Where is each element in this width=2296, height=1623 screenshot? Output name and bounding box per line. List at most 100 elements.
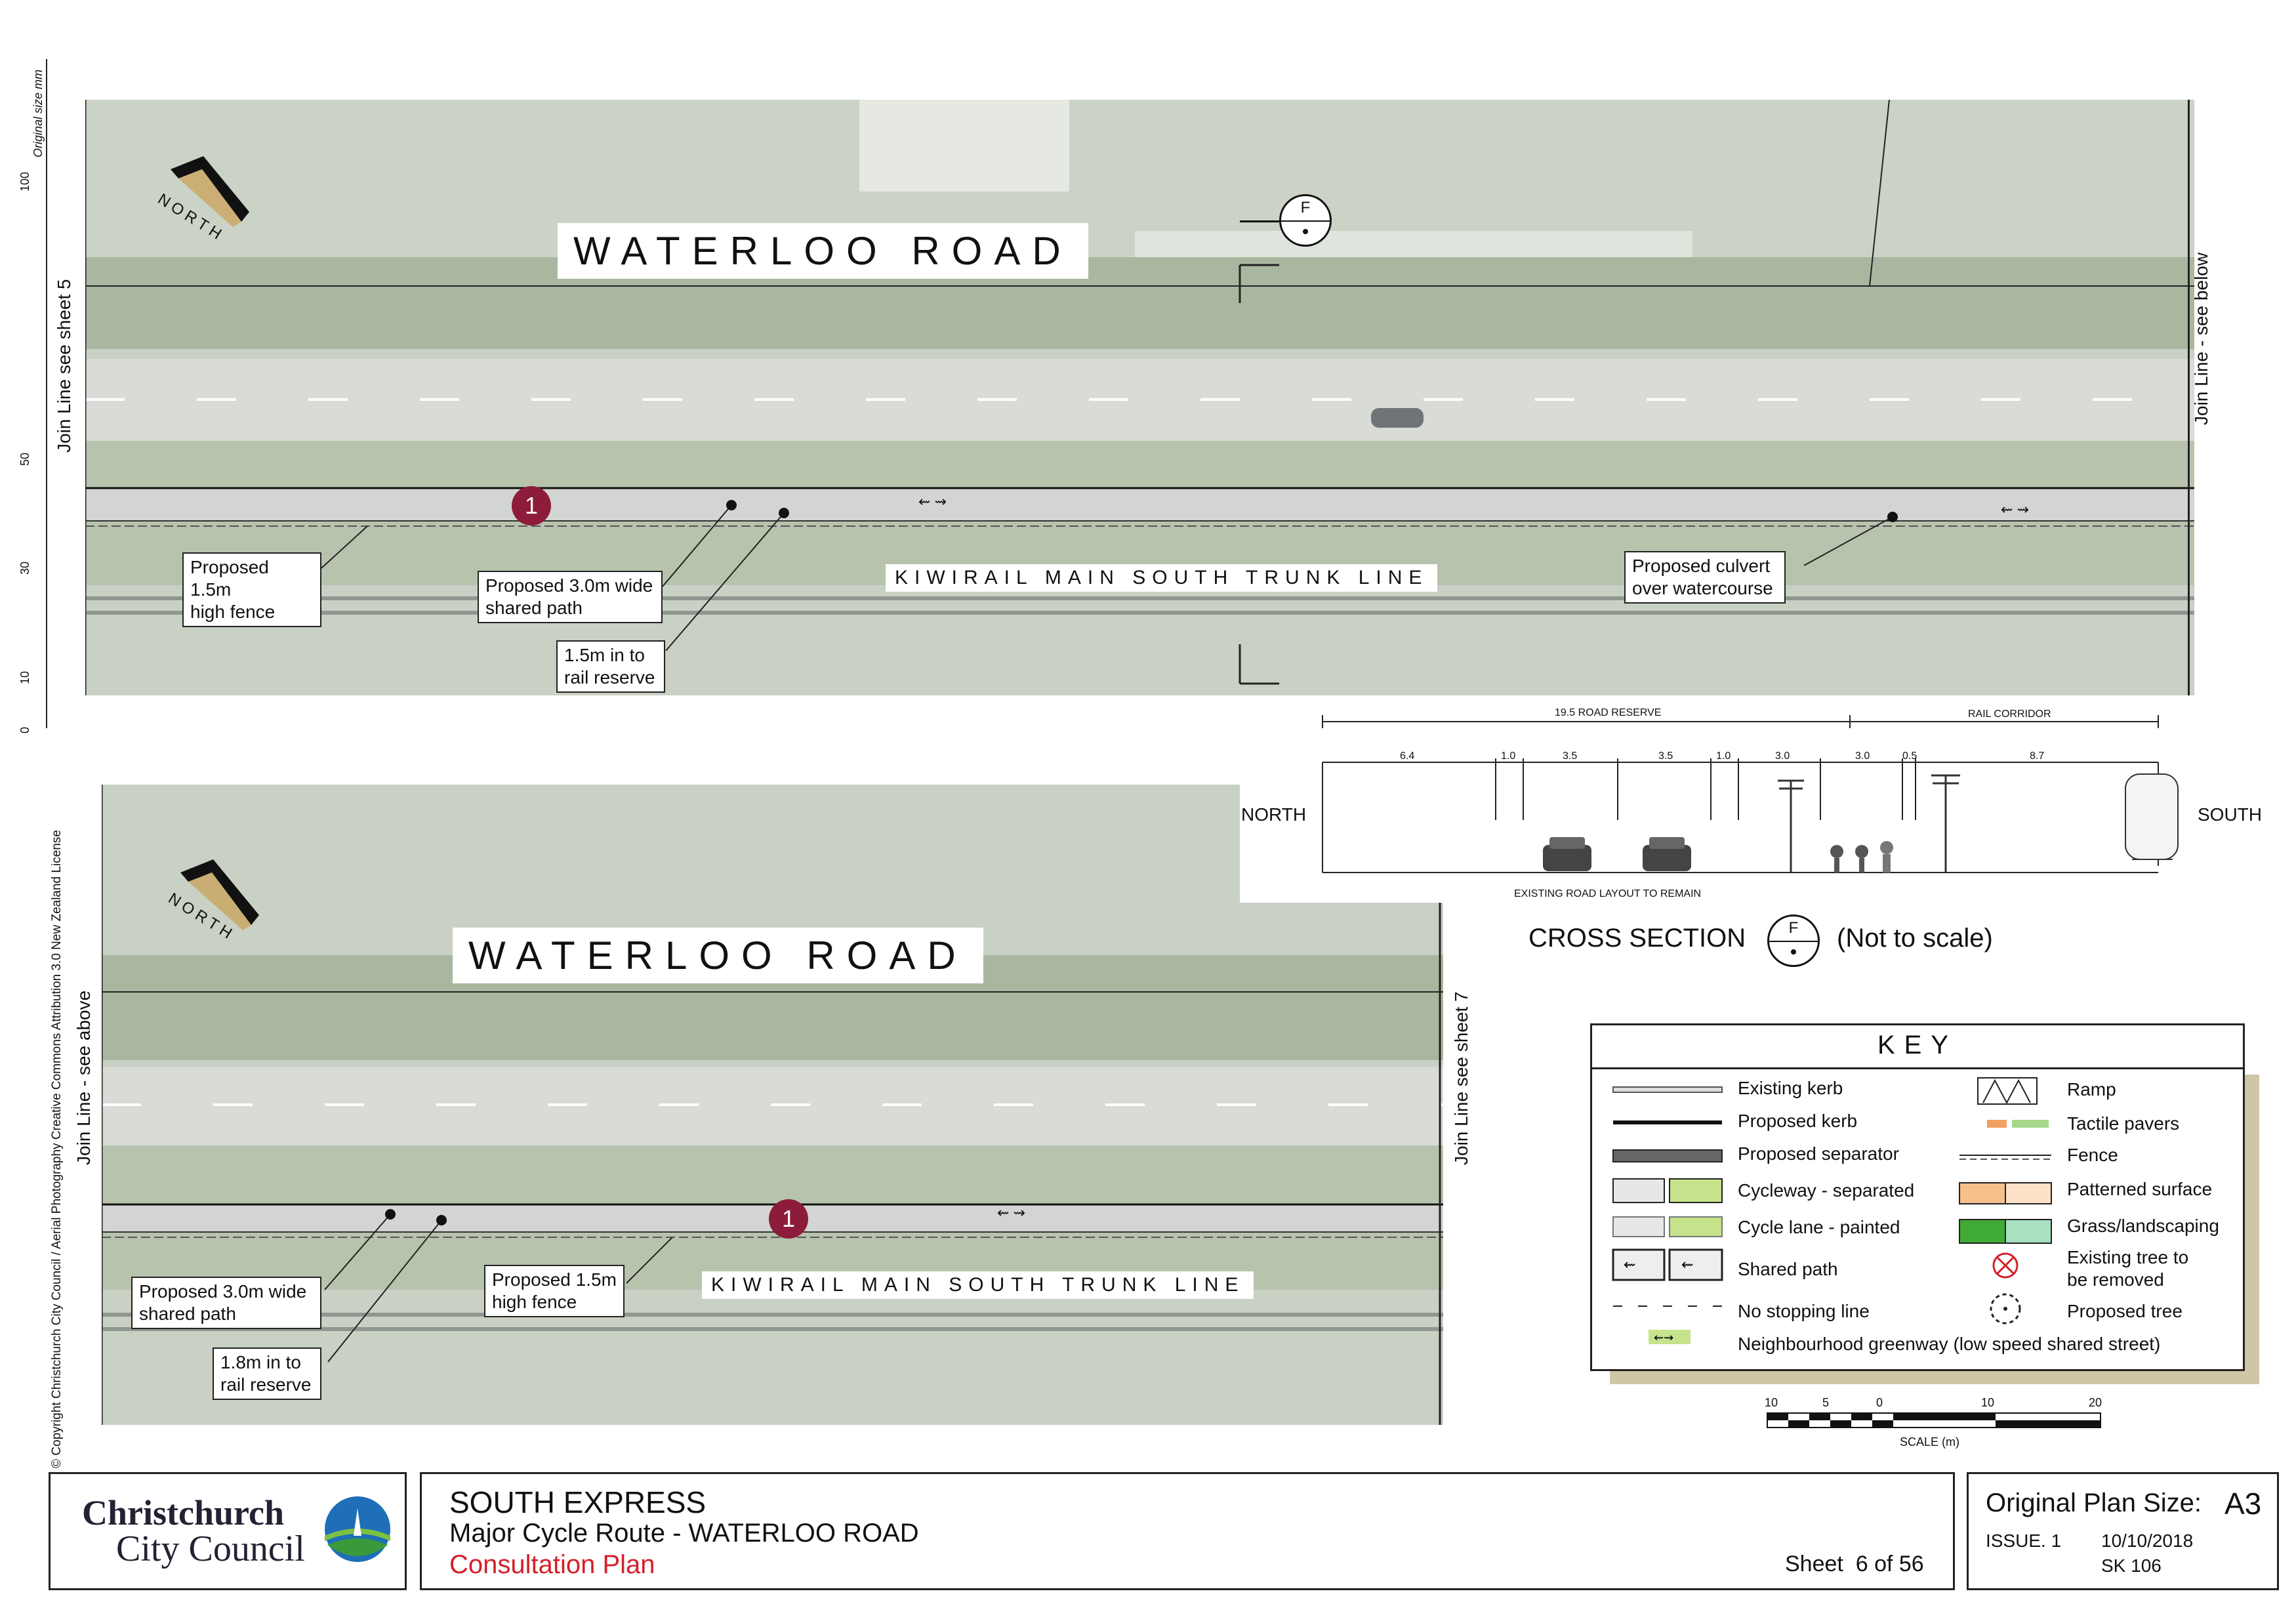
dim-3-0b: 3.0 bbox=[1855, 750, 1870, 762]
logo-box: Christchurch City Council bbox=[49, 1472, 407, 1590]
ruler-tick-10: 10 bbox=[18, 670, 31, 684]
callout-path-bottom: Proposed 3.0m wide shared path bbox=[131, 1277, 321, 1329]
scale-tick-0: 0 bbox=[1876, 1396, 1883, 1409]
key-patterned-surface: Patterned surface bbox=[2067, 1179, 2213, 1199]
join-line-label-top-right: Join Line - see below bbox=[2191, 252, 2211, 425]
key-tree-removed-2: be removed bbox=[2067, 1269, 2164, 1290]
project-name: SOUTH EXPRESS bbox=[449, 1485, 707, 1519]
callout-fence-top: Proposed 1.5m high fence bbox=[182, 552, 321, 627]
key-no-stopping-line: No stopping line bbox=[1738, 1301, 1870, 1321]
callout-reserve-top: 1.5m in to rail reserve bbox=[556, 640, 665, 693]
location-marker-top: 1 bbox=[512, 486, 551, 525]
svg-text:⇜: ⇜ bbox=[1681, 1256, 1693, 1273]
dim-1-0b: 1.0 bbox=[1716, 750, 1731, 762]
callout-path-top: Proposed 3.0m wide shared path bbox=[478, 571, 663, 623]
plan-size: A3 bbox=[2224, 1487, 2262, 1521]
join-line-right-top bbox=[2188, 100, 2190, 695]
plan-info-box: Original Plan Size: A3 ISSUE. 1 10/10/20… bbox=[1967, 1472, 2279, 1590]
key-tree-removed-1: Existing tree to bbox=[2067, 1247, 2189, 1267]
dim-8-7: 8.7 bbox=[2030, 750, 2045, 762]
scale-tick-10: 10 bbox=[1981, 1396, 1995, 1409]
ruler-tick-100: 100 bbox=[18, 171, 31, 192]
issue: ISSUE. 1 bbox=[1986, 1531, 2062, 1551]
key-panel: KEY ⇜ ⇜ ⇜⇝ bbox=[1590, 1023, 2245, 1371]
council-logo-icon bbox=[323, 1495, 392, 1563]
ruler-tick-0: 0 bbox=[18, 726, 31, 733]
date: 10/10/2018 bbox=[2101, 1531, 2194, 1551]
key-cycleway-separated: Cycleway - separated bbox=[1738, 1180, 1915, 1201]
dim-3-5b: 3.5 bbox=[1658, 750, 1673, 762]
cross-section-marker-icon: F bbox=[1767, 914, 1820, 967]
dim-6-4: 6.4 bbox=[1400, 750, 1415, 762]
key-fence: Fence bbox=[2067, 1145, 2118, 1165]
copyright-note: © Copyright Christchurch City Council / … bbox=[50, 830, 64, 1468]
aerial-map-top: ⇜ ⇝ ⇜ ⇝ bbox=[85, 100, 2194, 695]
section-marker-label: F bbox=[1300, 199, 1311, 216]
scale-label: SCALE (m) bbox=[1900, 1435, 1960, 1448]
key-ramp: Ramp bbox=[2067, 1079, 2116, 1099]
dim-0-5: 0.5 bbox=[1902, 750, 1917, 762]
section-marker-leader bbox=[1240, 220, 1279, 222]
cross-section-drawing: 19.5 ROAD RESERVE RAIL CORRIDOR 6.4 1.0 … bbox=[1312, 702, 2204, 912]
svg-text:⇜⇝: ⇜⇝ bbox=[1654, 1331, 1673, 1344]
svg-text:⇜ ⇝: ⇜ ⇝ bbox=[918, 493, 947, 510]
svg-text:⇜ ⇝: ⇜ ⇝ bbox=[997, 1204, 1025, 1221]
key-proposed-kerb: Proposed kerb bbox=[1738, 1111, 1858, 1131]
existing-layout-note: EXISTING ROAD LAYOUT TO REMAIN bbox=[1514, 888, 1702, 899]
key-cycle-lane-painted: Cycle lane - painted bbox=[1738, 1217, 1900, 1237]
key-tactile-pavers: Tactile pavers bbox=[2067, 1113, 2180, 1134]
key-existing-kerb: Existing kerb bbox=[1738, 1078, 1843, 1098]
key-shared-path: Shared path bbox=[1738, 1259, 1838, 1279]
dim-3-0a: 3.0 bbox=[1775, 750, 1790, 762]
callout-fence-bottom: Proposed 1.5m high fence bbox=[484, 1265, 625, 1317]
scale-bar: 10 5 0 10 20 SCALE (m) bbox=[1765, 1396, 2119, 1448]
key-title: KEY bbox=[1877, 1031, 1958, 1059]
svg-text:⇜ ⇝: ⇜ ⇝ bbox=[2001, 501, 2029, 518]
road-title-top: WATERLOO ROAD bbox=[558, 223, 1088, 279]
callout-culvert-top: Proposed culvert over watercourse bbox=[1624, 551, 1786, 604]
location-marker-bottom: 1 bbox=[769, 1199, 808, 1239]
map-top-graphics: ⇜ ⇝ ⇜ ⇝ bbox=[85, 100, 2194, 695]
svg-text:⇜: ⇜ bbox=[1624, 1256, 1635, 1273]
ruler-tick-50: 50 bbox=[18, 452, 31, 466]
ruler bbox=[46, 59, 47, 728]
scale-tick-5: 5 bbox=[1822, 1396, 1830, 1409]
sk-number: SK 106 bbox=[2101, 1555, 2162, 1576]
ruler-tick-30: 30 bbox=[18, 561, 31, 575]
section-marker-icon: F bbox=[1279, 194, 1332, 247]
north-arrow-icon bbox=[164, 150, 262, 228]
key-proposed-separator: Proposed separator bbox=[1738, 1143, 1899, 1164]
label-rail-corridor: RAIL CORRIDOR bbox=[1968, 709, 2051, 720]
route-name: Major Cycle Route - WATERLOO ROAD bbox=[449, 1519, 919, 1548]
cross-section-title: CROSS SECTION bbox=[1528, 924, 1746, 953]
cross-section-marker-label: F bbox=[1788, 919, 1799, 937]
logo-line-2: City Council bbox=[116, 1529, 305, 1569]
join-line-label-bottom-right: Join Line see sheet 7 bbox=[1451, 991, 1471, 1165]
dim-1-0a: 1.0 bbox=[1501, 750, 1516, 762]
logo-line-1: Christchurch bbox=[82, 1493, 285, 1532]
join-line-label-bottom-left: Join Line - see above bbox=[73, 990, 94, 1165]
label-road-reserve: 19.5 ROAD RESERVE bbox=[1555, 707, 1662, 718]
north-arrow-icon-bottom bbox=[174, 853, 272, 932]
rail-title-bottom: KIWIRAIL MAIN SOUTH TRUNK LINE bbox=[702, 1271, 1254, 1299]
ruler-label: Original size mm bbox=[31, 69, 45, 157]
road-title-bottom: WATERLOO ROAD bbox=[453, 928, 983, 983]
key-proposed-tree: Proposed tree bbox=[2067, 1301, 2183, 1321]
dim-3-5a: 3.5 bbox=[1563, 750, 1578, 762]
key-grass: Grass/landscaping bbox=[2067, 1216, 2219, 1236]
plan-type: Consultation Plan bbox=[449, 1550, 655, 1579]
callout-reserve-bottom: 1.8m in to rail reserve bbox=[213, 1347, 321, 1400]
scale-tick-10-left: 10 bbox=[1765, 1396, 1778, 1409]
plan-size-label: Original Plan Size: bbox=[1986, 1489, 2202, 1517]
scale-tick-20: 20 bbox=[2089, 1396, 2102, 1409]
cross-section-note: (Not to scale) bbox=[1837, 924, 1993, 953]
sheet-number: Sheet 6 of 56 bbox=[1785, 1551, 1924, 1576]
project-box: SOUTH EXPRESS Major Cycle Route - WATERL… bbox=[420, 1472, 1955, 1590]
join-line-label-top-left: Join Line see sheet 5 bbox=[54, 279, 74, 453]
cross-section-north: NORTH bbox=[1241, 804, 1307, 825]
key-greenway: Neighbourhood greenway (low speed shared… bbox=[1738, 1334, 2161, 1354]
rail-title-top: KIWIRAIL MAIN SOUTH TRUNK LINE bbox=[886, 564, 1438, 592]
cross-section-south: SOUTH bbox=[2198, 804, 2262, 825]
key-symbols: ⇜ ⇜ ⇜⇝ bbox=[1612, 1077, 2052, 1344]
